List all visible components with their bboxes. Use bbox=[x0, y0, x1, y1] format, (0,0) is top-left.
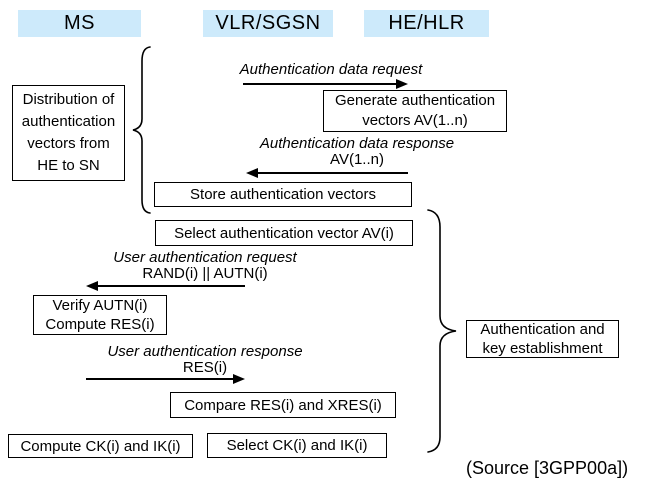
box-distribution: Distribution of authentication vectors f… bbox=[12, 85, 125, 181]
right-brace bbox=[427, 209, 457, 453]
message-label-user-auth-request: User authentication request bbox=[113, 249, 297, 266]
box-compare-res: Compare RES(i) and XRES(i) bbox=[170, 392, 396, 418]
box-select-ck-ik: Select CK(i) and IK(i) bbox=[207, 433, 387, 458]
column-header-ms-label: MS bbox=[64, 12, 95, 34]
arrow-auth-data-request bbox=[243, 83, 397, 85]
message-sublabel-res-i: RES(i) bbox=[182, 359, 228, 376]
column-header-he-hlr-label: HE/HLR bbox=[388, 12, 465, 34]
message-sublabel-av-1-n: AV(1..n) bbox=[330, 151, 384, 168]
left-brace bbox=[132, 46, 151, 214]
column-header-vlr-sgsn: VLR/SGSN bbox=[203, 10, 333, 37]
arrow-user-auth-response bbox=[86, 378, 234, 380]
column-header-ms: MS bbox=[18, 10, 141, 37]
arrowhead-left-icon bbox=[246, 168, 258, 178]
box-generate-vectors: Generate authentication vectors AV(1..n) bbox=[323, 90, 507, 132]
message-label-auth-data-response: Authentication data response bbox=[259, 135, 455, 152]
message-label-user-auth-response: User authentication response bbox=[107, 343, 303, 360]
box-auth-establishment: Authentication and key establishment bbox=[466, 320, 619, 358]
message-label-auth-data-request: Authentication data request bbox=[239, 61, 423, 78]
box-compute-ck-ik: Compute CK(i) and IK(i) bbox=[8, 434, 193, 458]
source-citation: (Source [3GPP00a]) bbox=[466, 458, 629, 478]
column-header-vlr-sgsn-label: VLR/SGSN bbox=[215, 12, 321, 34]
box-verify-compute: Verify AUTN(i) Compute RES(i) bbox=[33, 295, 167, 335]
arrow-user-auth-request bbox=[97, 285, 245, 287]
arrowhead-right-icon bbox=[233, 374, 245, 384]
box-select-vector: Select authentication vector AV(i) bbox=[155, 220, 413, 246]
arrowhead-right-icon bbox=[396, 79, 408, 89]
box-store-vectors: Store authentication vectors bbox=[154, 182, 412, 207]
arrow-auth-data-response bbox=[257, 172, 408, 174]
arrowhead-left-icon bbox=[86, 281, 98, 291]
message-sublabel-rand-autn: RAND(i) || AUTN(i) bbox=[142, 265, 268, 282]
column-header-he-hlr: HE/HLR bbox=[364, 10, 489, 37]
